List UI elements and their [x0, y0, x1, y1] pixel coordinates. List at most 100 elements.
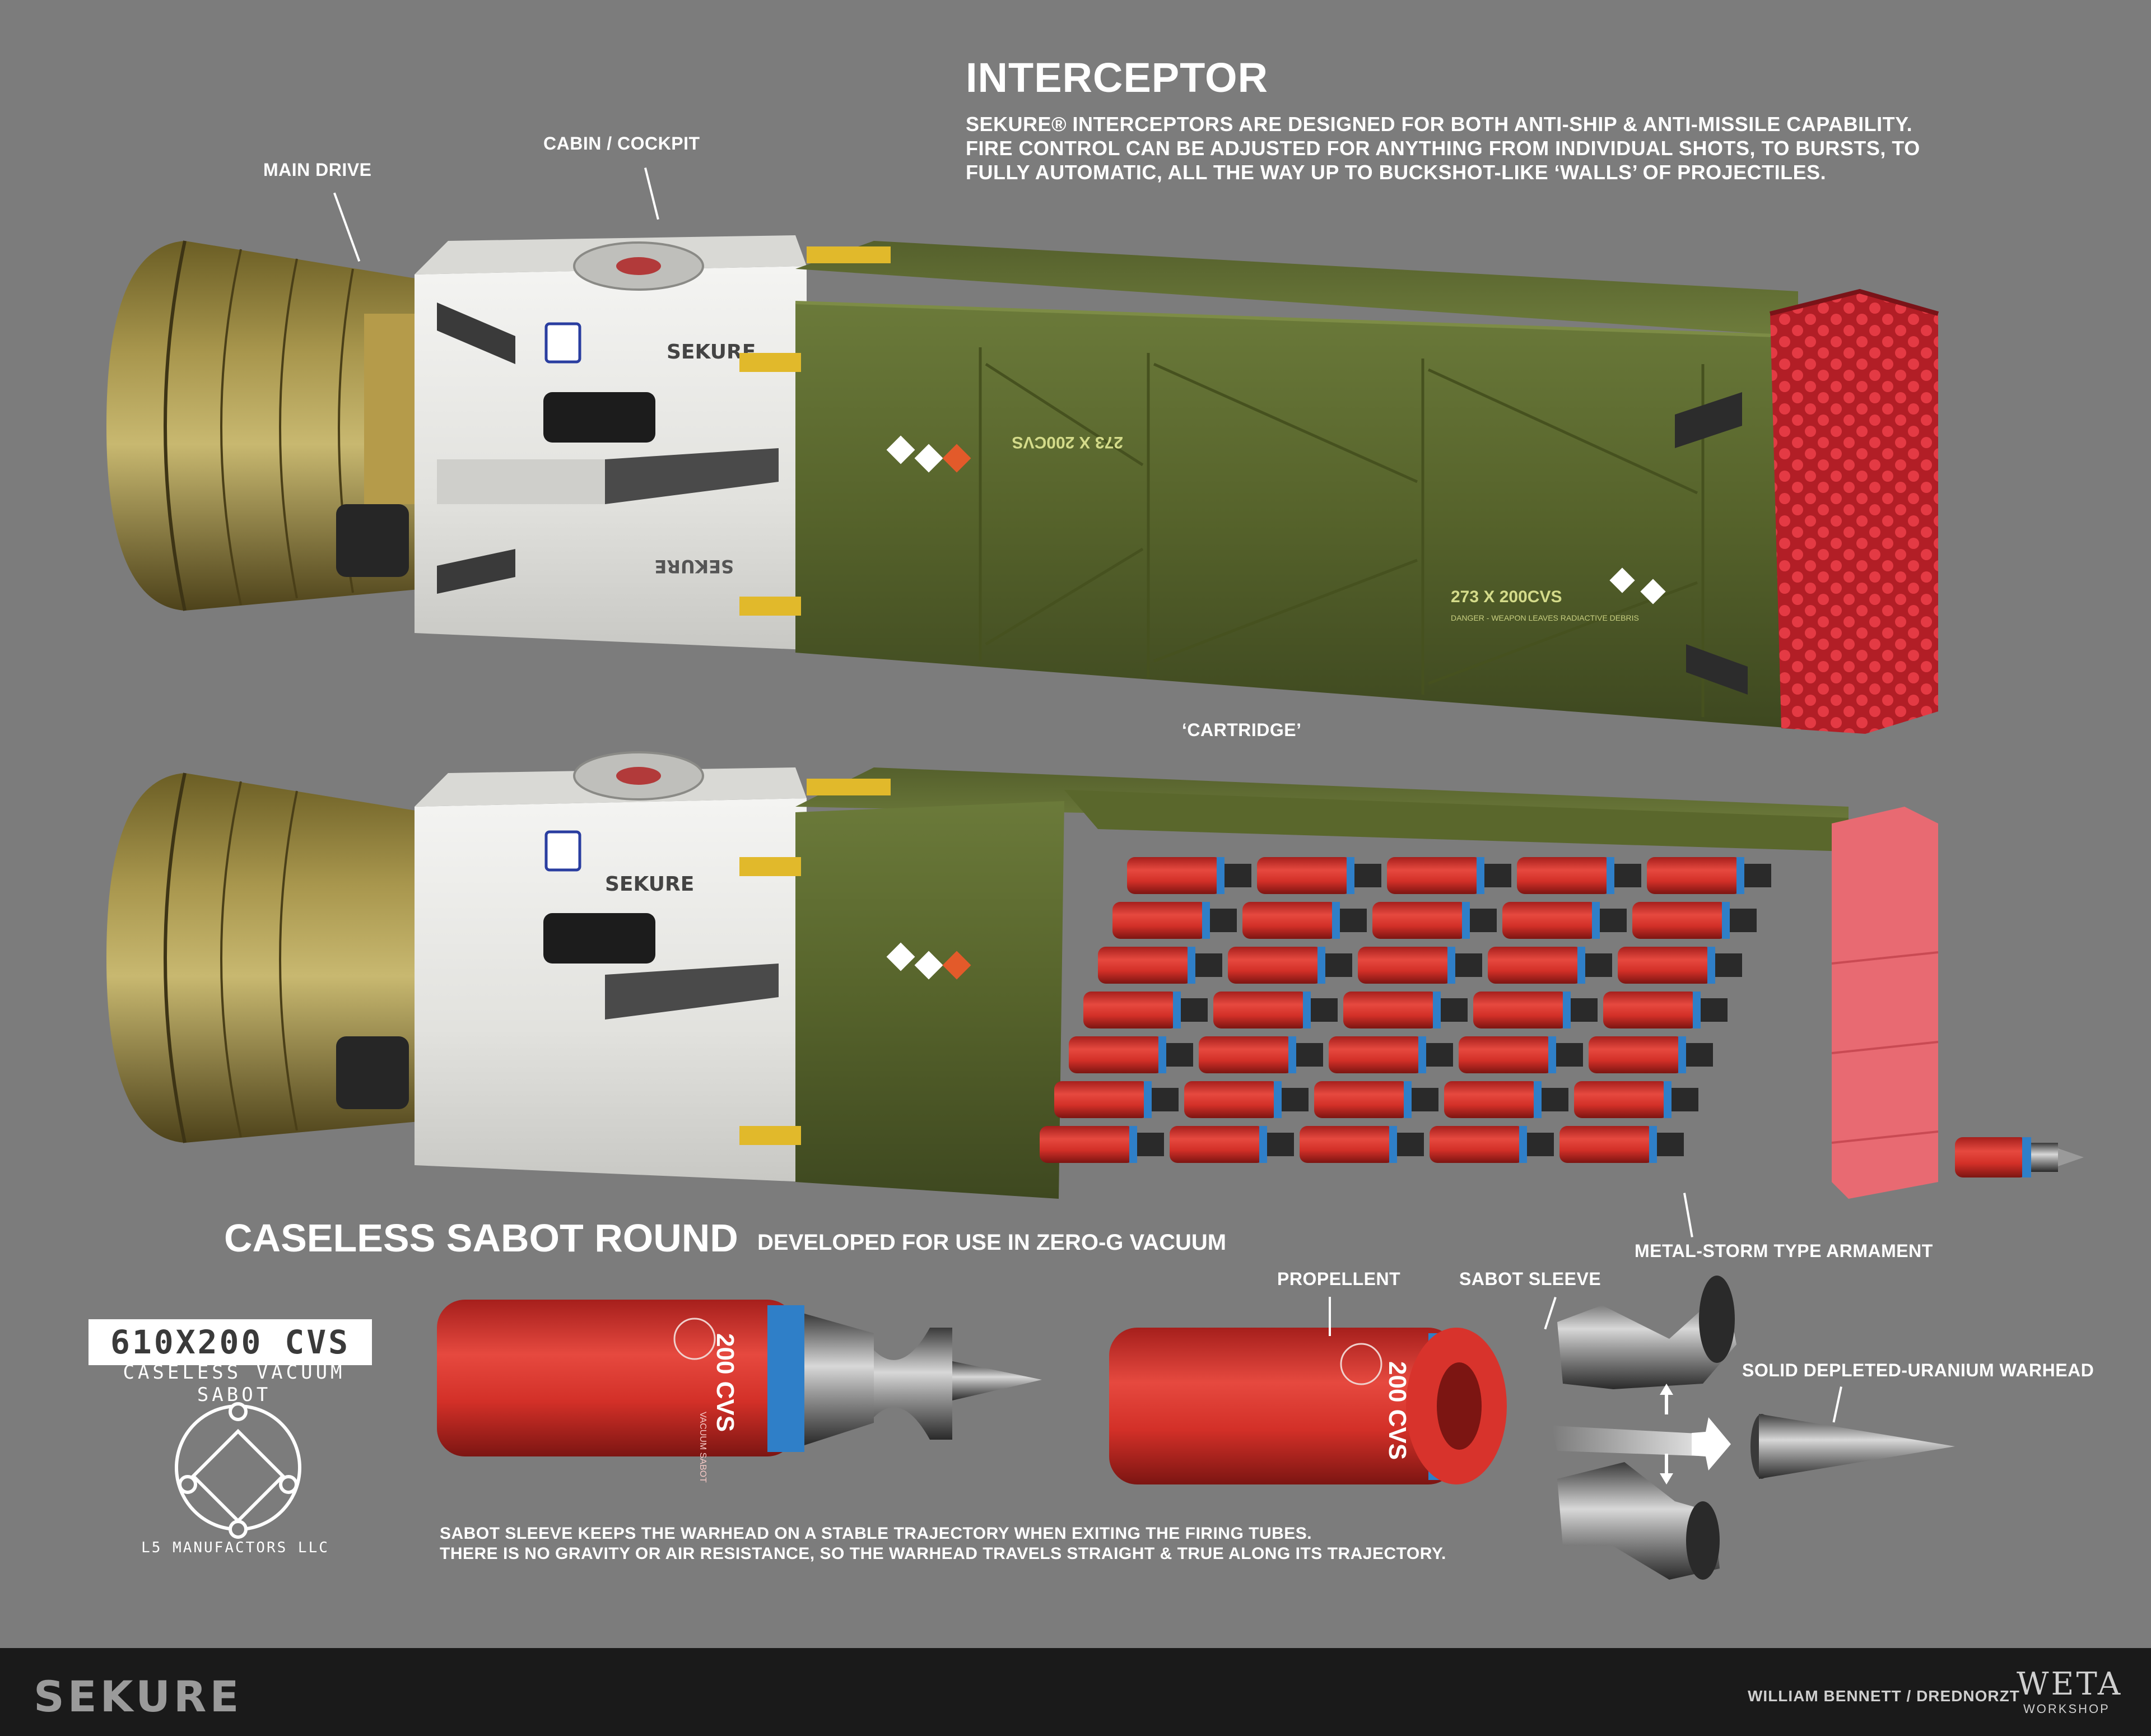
stacked-round-sabot [1585, 953, 1612, 977]
stacked-round-band [1447, 947, 1455, 984]
round-stack [1040, 857, 1771, 1163]
stacked-round-sabot [1340, 909, 1367, 932]
stacked-round-sabot [1354, 864, 1381, 887]
stacked-round [1242, 902, 1338, 939]
description-line-3: FULLY AUTOMATIC, ALL THE WAY UP TO BUCKS… [966, 161, 1827, 184]
cabin-cockpit: SEKURE SEKURE [415, 235, 807, 650]
stacked-round-sabot [1152, 1088, 1179, 1111]
stacked-round-sabot [1672, 1088, 1698, 1111]
interceptor-vessel-complete: SEKURE SEKURE 273 X 200CVS 273 X 2 [106, 235, 1939, 734]
stacked-round-sabot [1267, 1133, 1294, 1156]
stacked-round-band [1173, 992, 1181, 1028]
stacked-round-sabot [1311, 998, 1338, 1022]
assembled-sabot-round: 200 CVS VACUUM SABOT [437, 1300, 1042, 1483]
stacked-round-band [1534, 1081, 1542, 1118]
stacked-round [1098, 947, 1193, 984]
round-code-text: 200 CVS [711, 1333, 739, 1432]
stacked-round-sabot [1542, 1088, 1568, 1111]
sabot-title: CASELESS SABOT ROUND [224, 1216, 738, 1260]
stacked-round [1083, 992, 1179, 1028]
stacked-round-band [1519, 1126, 1527, 1163]
stacked-round-band [1158, 1036, 1166, 1073]
stacked-round-band [1274, 1081, 1282, 1118]
sabot-note-line-2: THERE IS NO GRAVITY OR AIR RESISTANCE, S… [440, 1544, 1446, 1563]
stacked-round [1603, 992, 1698, 1028]
stacked-round-band [1563, 992, 1571, 1028]
stacked-round [1300, 1126, 1395, 1163]
sabot-sleeve-halves [1557, 1276, 1736, 1580]
stacked-round [1184, 1081, 1279, 1118]
spec-name: CASELESS VACUUM SABOT [123, 1361, 346, 1406]
stacked-round-sabot [1282, 1088, 1309, 1111]
callout-cartridge: ‘CARTRIDGE’ [1182, 720, 1302, 740]
ejected-round [1955, 1137, 2084, 1177]
stacked-round-sabot [1181, 998, 1208, 1022]
stacked-round [1488, 947, 1583, 984]
stacked-round-band [1347, 857, 1354, 894]
spec-maker: L5 MANUFACTORS LLC [141, 1539, 329, 1556]
stacked-round-sabot [1484, 864, 1511, 887]
stacked-round [1502, 902, 1598, 939]
stacked-round-band [1592, 902, 1600, 939]
stacked-round-band [1317, 947, 1325, 984]
stacked-round [1459, 1036, 1554, 1073]
leader-propellent [1329, 1297, 1331, 1336]
stacked-round-sabot [1166, 1043, 1193, 1067]
stacked-round-band [1707, 947, 1715, 984]
stacked-round-band [1129, 1126, 1137, 1163]
footer-brand: SEKURE [34, 1672, 243, 1721]
stacked-round-band [1202, 902, 1210, 939]
du-warhead [1750, 1414, 1955, 1479]
stacked-round-band [1288, 1036, 1296, 1073]
cartridge-code-upper: 273 X 200CVS [1012, 433, 1123, 452]
stacked-round-band [1418, 1036, 1426, 1073]
stacked-round [1647, 857, 1742, 894]
stacked-round [1257, 857, 1352, 894]
stacked-round-band [1736, 857, 1744, 894]
stacked-round [1358, 947, 1453, 984]
stacked-round [1387, 857, 1482, 894]
stacked-round-sabot [1441, 998, 1468, 1022]
stacked-round-band [1722, 902, 1730, 939]
stacked-round [1228, 947, 1323, 984]
spec-code: 610X200 CVS [110, 1323, 351, 1361]
stacked-round-band [1259, 1126, 1267, 1163]
stacked-round [1040, 1126, 1135, 1163]
stacked-round [1589, 1036, 1684, 1073]
callout-sabot-sleeve: SABOT SLEEVE [1459, 1269, 1601, 1289]
l5-logo [175, 1402, 301, 1539]
stacked-round-sabot [1296, 1043, 1323, 1067]
sabot-subtitle: DEVELOPED FOR USE IN ZERO-G VACUUM [757, 1230, 1227, 1255]
description-line-1: SEKURE® INTERCEPTORS ARE DESIGNED FOR BO… [966, 113, 1913, 136]
stacked-round-sabot [1730, 909, 1757, 932]
propellent-charge: 200 CVS [1109, 1328, 1507, 1484]
stacked-round-sabot [1397, 1133, 1424, 1156]
cutaway-brand-mark: SEKURE [605, 873, 694, 896]
stacked-round-sabot [1225, 864, 1251, 887]
stacked-round-sabot [1657, 1133, 1684, 1156]
stacked-round-band [1404, 1081, 1412, 1118]
stacked-round-band [1548, 1036, 1556, 1073]
stacked-round-band [1188, 947, 1195, 984]
cutaway-hazard-diamonds [886, 942, 971, 980]
footer-credit: WILLIAM BENNETT / DREDNORZT [1748, 1687, 2020, 1705]
stacked-round-band [1303, 992, 1311, 1028]
stacked-round [1199, 1036, 1294, 1073]
stacked-round-band [1477, 857, 1484, 894]
sabot-note-line-1: SABOT SLEEVE KEEPS THE WARHEAD ON A STAB… [440, 1524, 1312, 1543]
callout-metal-storm: METAL-STORM TYPE ARMAMENT [1635, 1241, 1933, 1261]
stacked-round [1372, 902, 1468, 939]
stacked-round-band [1217, 857, 1225, 894]
stacked-round-band [1664, 1081, 1672, 1118]
stacked-round-sabot [1556, 1043, 1583, 1067]
stacked-round [1112, 902, 1208, 939]
stacked-round-band [1577, 947, 1585, 984]
stacked-round [1559, 1126, 1655, 1163]
stacked-round-band [1389, 1126, 1397, 1163]
interceptor-description: SEKURE® INTERCEPTORS ARE DESIGNED FOR BO… [966, 112, 2114, 184]
stacked-round-sabot [1195, 953, 1222, 977]
stacked-round-sabot [1325, 953, 1352, 977]
sabot-note: SABOT SLEEVE KEEPS THE WARHEAD ON A STAB… [440, 1524, 1446, 1564]
stacked-round [1170, 1126, 1265, 1163]
stacked-round [1444, 1081, 1539, 1118]
